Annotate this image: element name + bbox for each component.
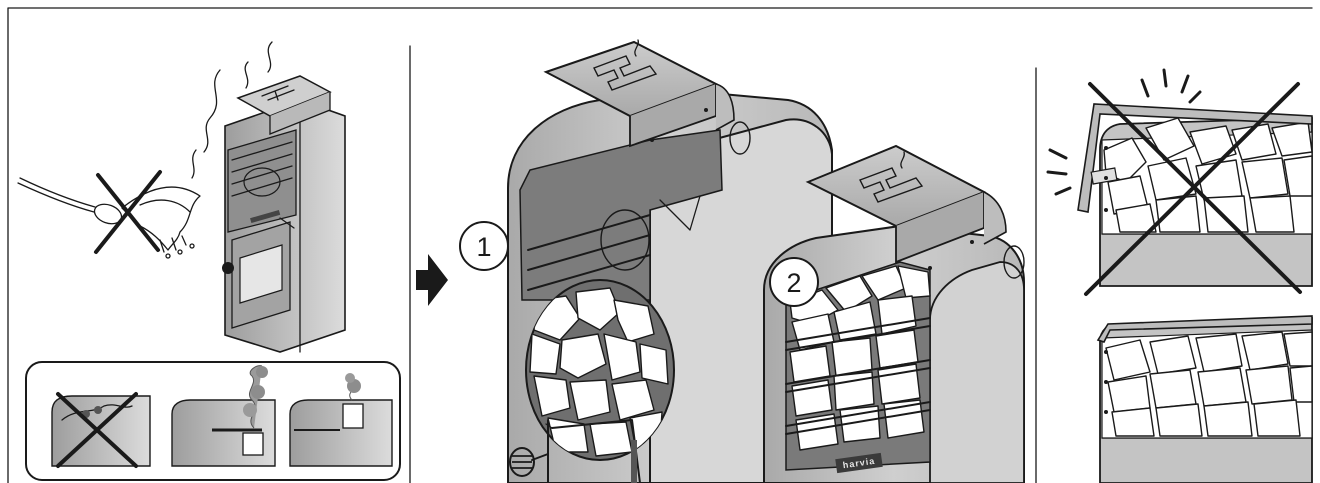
panel-lid-correct — [1096, 315, 1313, 483]
callout-1-circle — [459, 221, 509, 271]
arrow-right-icon — [416, 254, 448, 306]
brand-plate — [835, 452, 883, 474]
mini-stove-steam-1 — [171, 365, 276, 467]
panel-lid-overfilled-wrong — [1046, 68, 1313, 296]
panel-stove-step-2: harvia 2 — [763, 144, 1025, 483]
cross-prohibited-icon — [94, 170, 162, 254]
stone-filling-examples-box — [25, 361, 401, 481]
stove-lid-1 — [543, 39, 751, 155]
door-handle-icon — [509, 447, 549, 477]
impact-marks-icon — [1046, 68, 1202, 196]
stove-lid-2 — [805, 144, 1025, 279]
stones-correct-level — [1105, 331, 1313, 437]
brand-label: harvia — [842, 456, 876, 470]
figure-frame — [7, 7, 1313, 483]
callout-2-circle — [769, 257, 819, 307]
callout-2-number: 2 — [786, 268, 801, 298]
panel-no-water-on-cold-stove — [17, 41, 401, 481]
mini-stove-steam-2 — [289, 373, 393, 467]
mini-stove-wrong — [51, 392, 151, 468]
callout-1-number: 1 — [476, 232, 491, 262]
cross-prohibited-icon — [1084, 82, 1302, 296]
steam-icon — [191, 41, 273, 179]
small-stove-illustration — [222, 75, 346, 353]
